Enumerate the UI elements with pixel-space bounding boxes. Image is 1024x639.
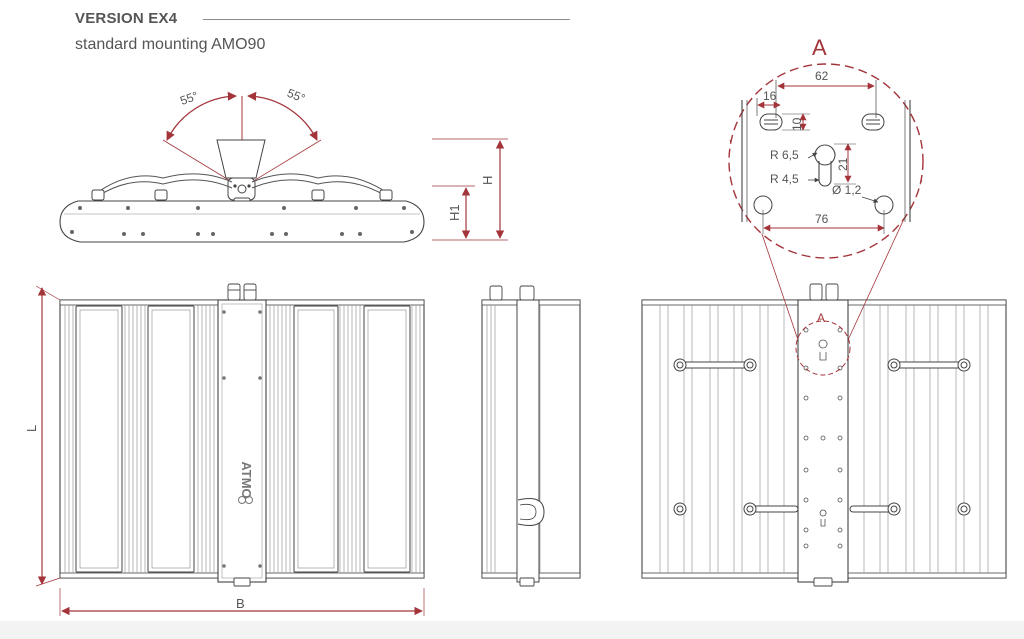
dim-76: 76 <box>815 212 829 226</box>
back-glands <box>809 283 839 587</box>
detail-a: A 62 16 10 R 6,5 <box>728 35 924 259</box>
plate-holes <box>803 327 843 549</box>
front-view: ATMO L B <box>24 283 425 616</box>
keyhole <box>814 144 836 187</box>
luminaire-body-side <box>59 200 425 243</box>
brand-logo: ATMO <box>239 461 254 498</box>
mounting-bars <box>673 358 971 516</box>
dim-h1-label: H1 <box>447 204 462 221</box>
side-view: 55° 55° <box>59 86 508 243</box>
mounting-plate <box>797 299 849 583</box>
detail-marker-label: A <box>817 311 825 325</box>
back-fins <box>659 305 989 573</box>
height-dimensions: H H1 <box>432 138 508 241</box>
dim-16: 16 <box>763 89 777 103</box>
page-title: VERSION EX4 <box>75 10 178 27</box>
top-glands <box>227 283 257 587</box>
dim-62: 62 <box>815 69 829 83</box>
dim-21: 21 <box>836 157 850 171</box>
angle-right-label: 55° <box>285 86 307 106</box>
dim-l-label: L <box>24 425 39 432</box>
back-view: A <box>641 139 1007 587</box>
narrow-side-view <box>481 285 581 587</box>
angle-left-label: 55° <box>178 89 200 108</box>
dim-b-label: B <box>236 596 245 611</box>
bottom-band <box>0 621 1024 639</box>
driver-box <box>217 299 267 583</box>
cable-loops <box>97 173 387 197</box>
diameter-12: Ø 1,2 <box>832 183 862 197</box>
radius-65: R 6,5 <box>770 148 799 162</box>
dim-10: 10 <box>790 117 804 131</box>
led-panels <box>75 305 411 573</box>
page-subtitle: standard mounting AMO90 <box>75 36 266 53</box>
length-width-dimensions: L B <box>24 285 425 616</box>
radius-45: R 4,5 <box>770 172 799 186</box>
mounting-bracket <box>216 139 266 179</box>
title-underline <box>203 19 570 20</box>
detail-a-title: A <box>812 35 827 60</box>
detail-marker-circle <box>795 320 851 376</box>
dim-h-label: H <box>480 176 495 185</box>
cooling-fins <box>64 305 421 573</box>
